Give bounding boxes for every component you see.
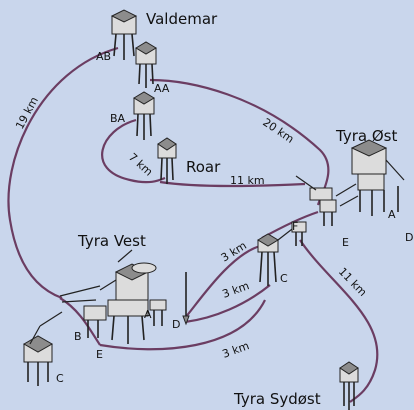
platform-letter-ost-f: F (292, 220, 298, 233)
ba-platform (133, 91, 155, 140)
platform-letter-mid-c: C (280, 272, 288, 285)
platform-letter-ost-a: A (388, 208, 396, 221)
label-roar: Roar (186, 158, 221, 176)
distance-vest-mid-3: 3 km (221, 339, 251, 361)
pipeline-roar-tyraost (159, 180, 306, 188)
tyra-sydost-platform (339, 361, 359, 410)
pipeline-ba-roar (101, 118, 166, 184)
platform-letter-ost-d: D (405, 231, 413, 244)
roar-platform (157, 137, 177, 184)
tyra-ost-complex (295, 139, 405, 226)
valdemar-ab-platform (110, 9, 138, 60)
middle-platform-c (257, 221, 307, 286)
distance-roar-pipe: 7 km (126, 151, 155, 179)
distance-valdemar-tyraost: 20 km (260, 116, 296, 146)
pipelines (7, 46, 379, 403)
platform-letter-vest-d: D (172, 318, 180, 331)
label-tyra-ost: Tyra Øst (335, 127, 397, 145)
pipeline-ost-sydost (299, 239, 379, 403)
valdemar-aa-platform (135, 41, 157, 88)
label-tyra-vest: Tyra Vest (77, 232, 146, 250)
tyra-vest-complex (59, 249, 190, 344)
distance-valdemar-tyravest: 19 km (13, 95, 41, 132)
distance-ost-sydost: 11 km (336, 265, 369, 299)
label-valdemar: Valdemar (146, 10, 218, 28)
pipeline-valdemar-tyraost (149, 78, 330, 206)
platform-letter-vest-c: C (56, 372, 64, 385)
pipeline-vest-mid-lower (99, 299, 266, 351)
pipeline-vest-mid-middle (184, 284, 271, 324)
platform-letter-vest-e: E (96, 348, 103, 361)
distance-roar-tyraost: 11 km (230, 174, 265, 187)
platform-letter-vest-a: A (144, 308, 152, 321)
platform-letter-aa: AA (154, 82, 170, 95)
pipeline-vest-mid-upper (184, 244, 261, 319)
pipeline-valdemar-tyravest (7, 46, 119, 300)
tyra-vest-c-platform (22, 311, 63, 386)
platform-letter-ab: AB (96, 50, 111, 63)
platform-letter-ost-e: E (342, 236, 349, 249)
platform-letter-ba: BA (110, 112, 126, 125)
label-tyra-sydost: Tyra Sydøst (233, 390, 321, 408)
pipeline-mid-tyraost (261, 210, 319, 239)
distance-vest-mid-2: 3 km (221, 279, 251, 301)
platform-letter-vest-b: B (74, 330, 82, 343)
